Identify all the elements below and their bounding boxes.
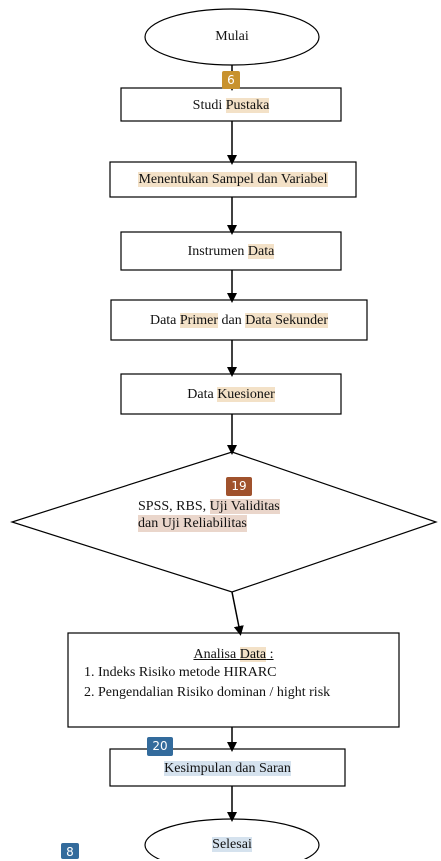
annotation-badge-19[interactable]: 19 [226,477,252,496]
sampel-variabel-label: Menentukan Sampel dan Variabel [138,172,328,187]
decision-label: SPSS, RBS, Uji Validitas dan Uji Reliabi… [138,499,280,532]
analisa-item-1: 1. Indeks Risiko metode HIRARC [84,665,277,680]
studi-pustaka-label: Studi Pustaka [192,98,270,113]
annotation-badge-8[interactable]: 8 [61,843,79,859]
instrumen-data-label: Instrumen Data [187,244,275,259]
analisa-title: Analisa Data : [193,647,274,662]
analisa-data-box [67,632,400,728]
analisa-item-2: 2. Pengendalian Risiko dominan / hight r… [84,685,331,700]
annotation-badge-6[interactable]: 6 [222,71,240,89]
kesimpulan-label: Kesimpulan dan Saran [164,761,291,776]
instrumen-data-box [120,231,342,271]
start-label: Mulai [215,29,249,44]
annotation-badge-20[interactable]: 20 [147,737,173,756]
arrow-decision-analisa [231,591,244,636]
data-kuesioner-label: Data Kuesioner [187,387,275,402]
data-primer-sekunder-label: Data Primer dan Data Sekunder [149,313,329,328]
end-label: Selesai [212,837,252,852]
